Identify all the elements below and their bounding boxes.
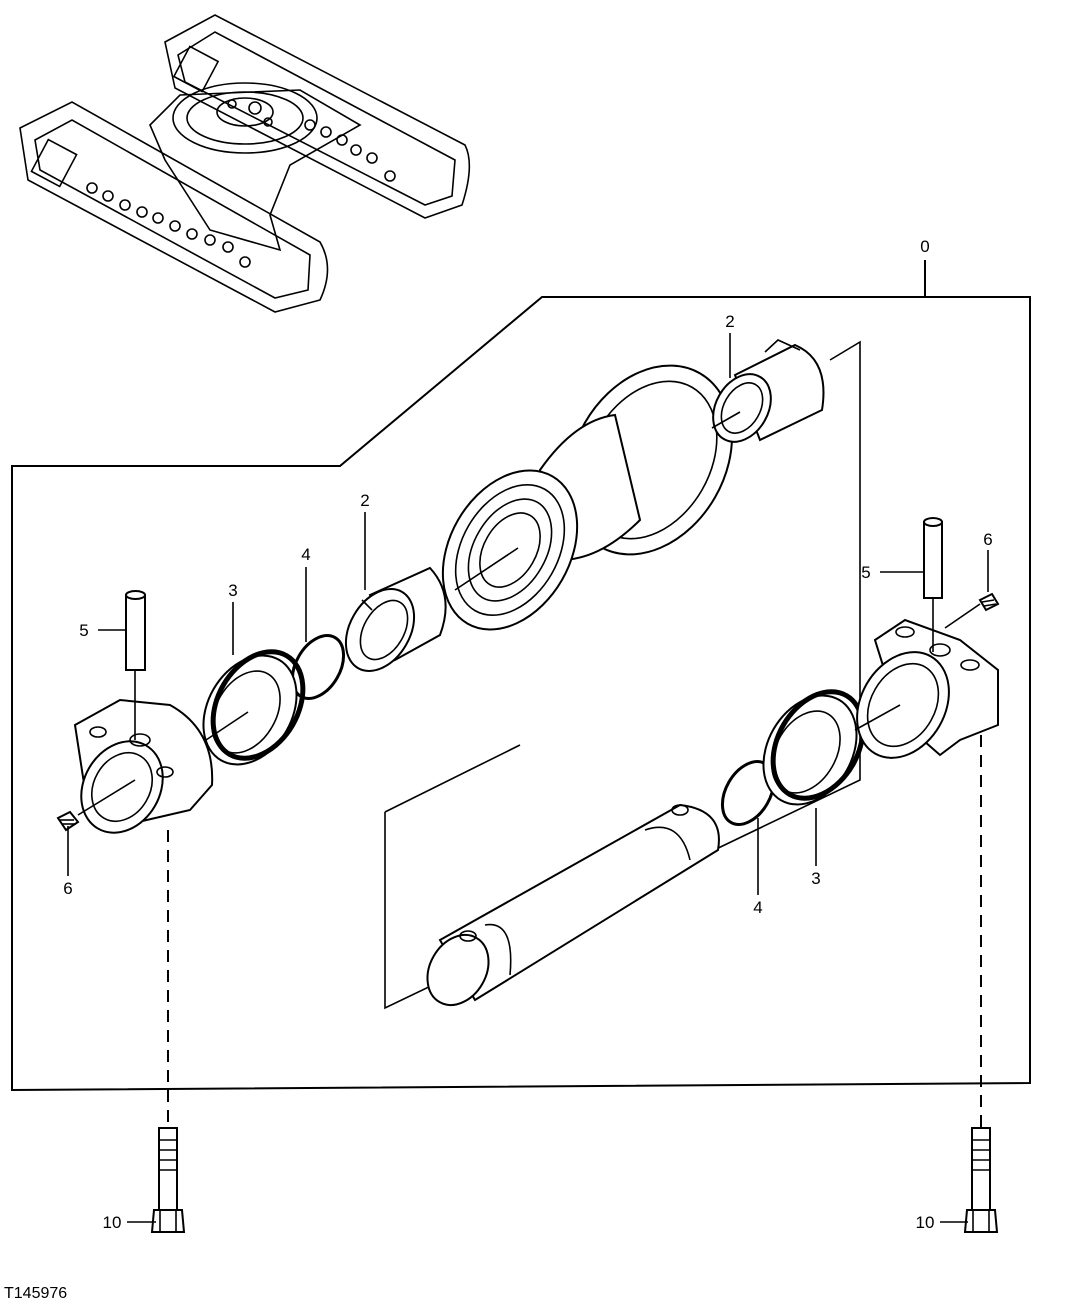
roller-body [441, 364, 733, 631]
callout-labels: 0 2 2 4 3 5 6 5 6 4 3 10 10 T145976 [4, 237, 993, 1302]
leader-lines [67, 333, 989, 1223]
callout-assembly: 0 [920, 237, 929, 256]
pin-left [125, 590, 146, 740]
callout-seal-left: 3 [228, 581, 237, 600]
end-cap-left [73, 698, 214, 834]
cap-screw-right [963, 735, 999, 1233]
figure-id: T145976 [4, 1285, 67, 1302]
bushing-upper [711, 339, 825, 443]
seal-right [762, 689, 866, 806]
cap-screw-left [150, 830, 186, 1233]
roller-bolt-heads [86, 119, 396, 268]
end-cap-right [854, 618, 999, 759]
callout-cap-screw-left: 10 [103, 1213, 122, 1232]
roller-shaft [426, 803, 720, 1006]
plug-right [944, 592, 1000, 629]
undercarriage-overview-sketch [19, 14, 471, 313]
callout-pin-left: 5 [79, 621, 88, 640]
callout-bushing-lower: 2 [360, 491, 369, 510]
callout-bushing-upper: 2 [725, 312, 734, 331]
callout-plug-left: 6 [63, 879, 72, 898]
callout-oring-left: 4 [301, 545, 310, 564]
callout-plug-right: 6 [983, 530, 992, 549]
callout-pin-right: 5 [861, 563, 870, 582]
callout-seal-right: 3 [811, 869, 820, 888]
callout-cap-screw-right: 10 [916, 1213, 935, 1232]
assembly-outline [11, 260, 1031, 1092]
bushing-lower [344, 566, 447, 672]
callout-oring-right: 4 [753, 898, 762, 917]
plug-left [56, 810, 80, 832]
seal-left [202, 649, 306, 766]
